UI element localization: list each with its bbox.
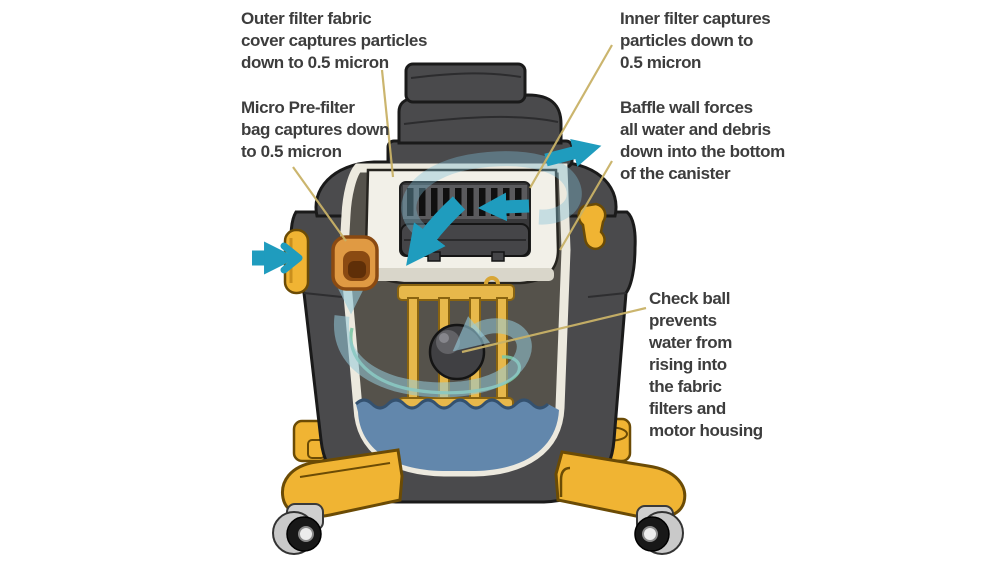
leader-outer-filter [380, 69, 395, 178]
check-ball [428, 323, 486, 381]
label-inner-filter: Inner filter captures particles down to … [620, 9, 771, 72]
canister-swirl-arrow [333, 315, 532, 398]
leader-micro-prefilter [292, 166, 347, 242]
water [354, 398, 559, 471]
label-micro-prefilter: Micro Pre-filter bag captures down to 0.… [241, 98, 390, 161]
motor-exhaust-swirl [401, 151, 582, 237]
filter-return-arrow [477, 192, 530, 222]
caster-front-left [272, 448, 404, 555]
inlet-chevron-icon [280, 242, 303, 274]
exhaust-arrow [544, 139, 602, 167]
caster-front-right [554, 450, 687, 555]
leader-baffle-wall [559, 160, 613, 251]
label-outer-filter: Outer filter fabric cover captures parti… [241, 9, 427, 72]
wheel-hub-left [298, 526, 314, 542]
leader-inner-filter [529, 44, 613, 189]
label-check-ball: Check ball prevents water from rising in… [649, 289, 763, 440]
motor-seam-lines [403, 72, 559, 125]
label-baffle-wall: Baffle wall forces all water and debris … [620, 98, 785, 183]
wheel-hub-right [642, 526, 658, 542]
motor-housing [386, 62, 574, 169]
filter-downdraft-arrow [406, 196, 466, 266]
leader-check-ball [461, 306, 647, 354]
micro-prefilter-inlet [331, 235, 379, 291]
latch-right-hook [577, 202, 607, 250]
leader-lines [292, 44, 647, 354]
